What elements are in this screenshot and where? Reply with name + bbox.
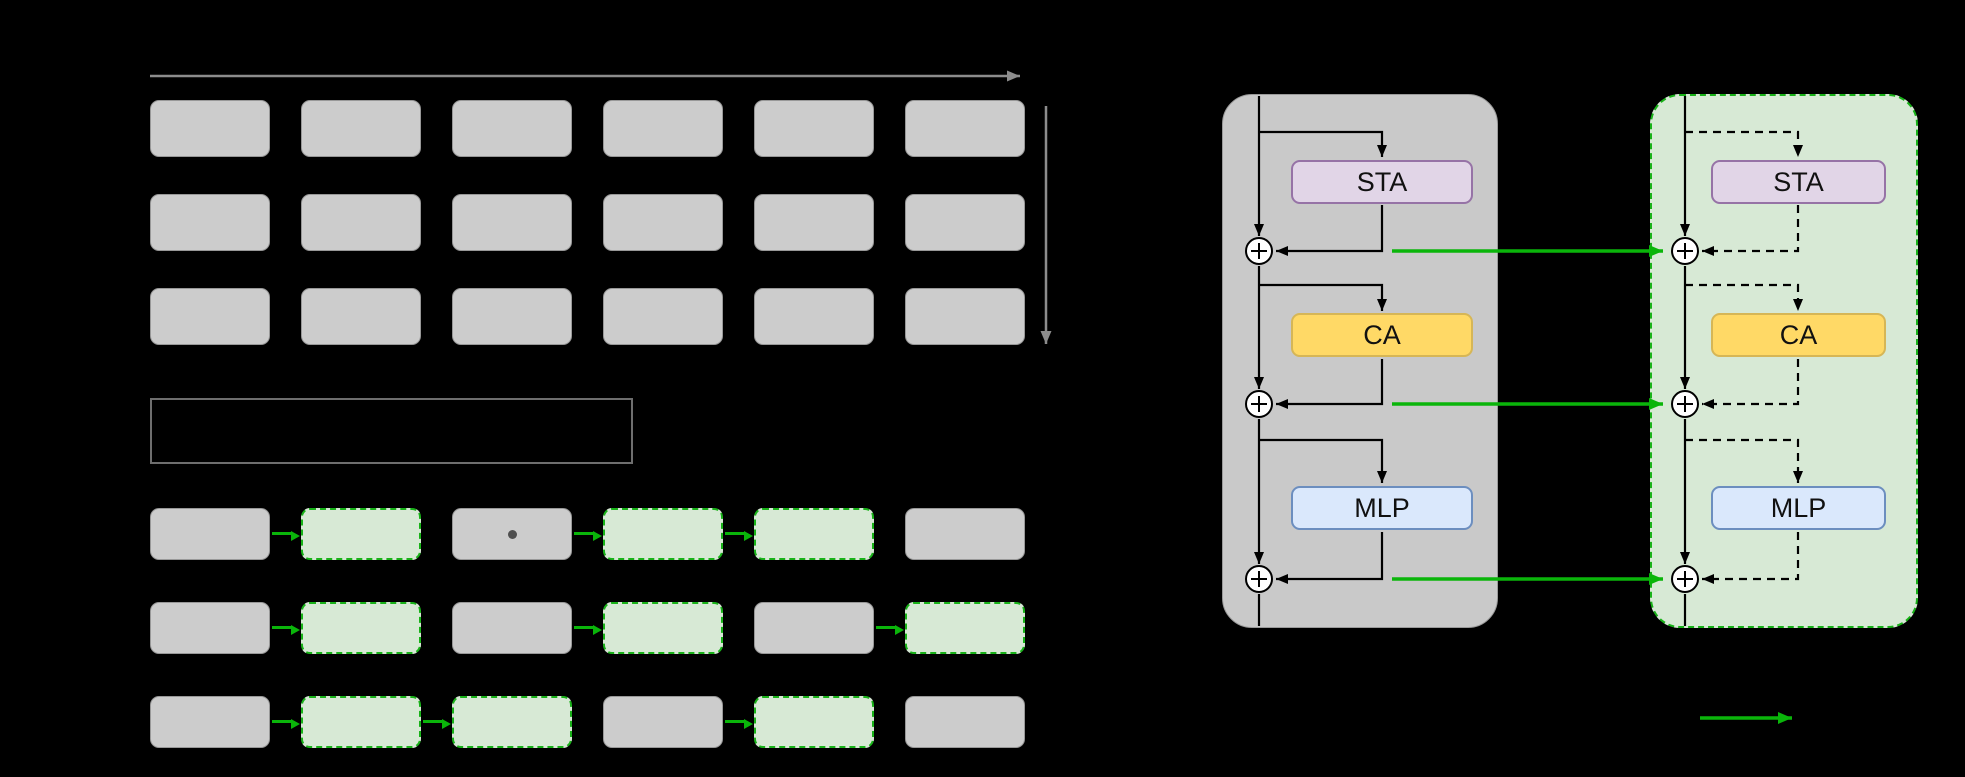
reuse-arrow — [876, 625, 904, 635]
ca-label: CA — [1363, 319, 1401, 350]
reuse-arrow — [272, 625, 300, 635]
token-cell — [452, 602, 572, 654]
token-cell — [452, 100, 572, 157]
sta-label: STA — [1773, 166, 1824, 197]
ca-label: CA — [1779, 319, 1818, 350]
mlp-label: MLP — [1770, 492, 1827, 523]
reuse-arrow — [574, 625, 602, 635]
token-cell — [603, 194, 723, 251]
reuse-arrow — [272, 531, 300, 541]
token-cell — [301, 194, 421, 251]
reuse-arrow — [574, 531, 602, 541]
token-cell — [754, 194, 874, 251]
token-cell — [754, 602, 874, 654]
caption-outline-box — [150, 398, 633, 464]
cached-token-cell — [301, 508, 421, 560]
token-cell — [150, 508, 270, 560]
mlp-label: MLP — [1354, 492, 1410, 523]
sta-block-computed: STA — [1291, 160, 1473, 204]
cached-token-cell — [754, 508, 874, 560]
reuse-arrow — [423, 719, 451, 729]
cached-token-cell — [603, 602, 723, 654]
token-cell — [603, 696, 723, 748]
cached-token-cell — [301, 602, 421, 654]
token-cell — [452, 194, 572, 251]
ca-block-computed: CA — [1291, 313, 1473, 357]
cached-token-cell — [603, 508, 723, 560]
cached-token-cell — [905, 602, 1025, 654]
token-cell — [150, 100, 270, 157]
token-cell — [754, 100, 874, 157]
token-cell — [150, 288, 270, 345]
token-cell — [905, 288, 1025, 345]
sta-block-cached: STA — [1711, 160, 1886, 204]
cached-token-cell — [301, 696, 421, 748]
token-cell — [603, 288, 723, 345]
token-cell — [452, 288, 572, 345]
token-cell — [452, 508, 572, 560]
token-cell — [754, 288, 874, 345]
token-cell — [301, 288, 421, 345]
token-cell — [301, 100, 421, 157]
token-cell — [603, 100, 723, 157]
token-cell — [150, 194, 270, 251]
mlp-block-computed: MLP — [1291, 486, 1473, 530]
reuse-arrow — [725, 719, 753, 729]
token-cell — [150, 696, 270, 748]
add-icon — [1245, 237, 1273, 265]
token-cell — [905, 508, 1025, 560]
mlp-block-cached: MLP — [1711, 486, 1886, 530]
add-icon — [1671, 390, 1699, 418]
reuse-arrow — [725, 531, 753, 541]
ca-block-cached: CA — [1711, 313, 1886, 357]
cached-token-cell — [452, 696, 572, 748]
reuse-arrow — [272, 719, 300, 729]
token-cell — [905, 696, 1025, 748]
token-cell — [905, 194, 1025, 251]
add-icon — [1671, 237, 1699, 265]
add-icon — [1671, 565, 1699, 593]
ellipsis-dot — [507, 529, 517, 539]
add-icon — [1245, 565, 1273, 593]
token-cell — [150, 602, 270, 654]
sta-label: STA — [1356, 166, 1408, 197]
token-cell — [905, 100, 1025, 157]
cached-token-cell — [754, 696, 874, 748]
add-icon — [1245, 390, 1273, 418]
